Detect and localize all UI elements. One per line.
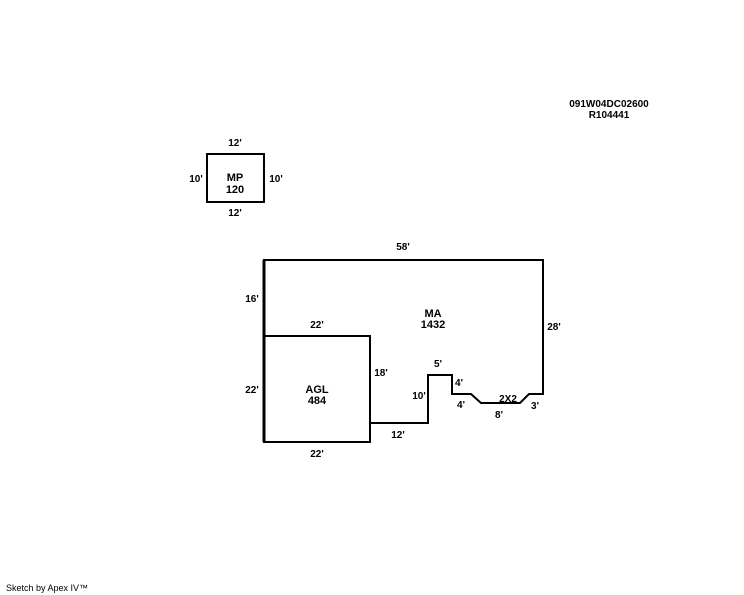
ma-top-dimension: 58' <box>396 242 410 253</box>
agl-right-dimension: 18' <box>374 368 388 379</box>
ma-area: 1432 <box>421 319 445 331</box>
ma-right-dimension: 28' <box>547 322 561 333</box>
parcel-id: 091W04DC02600 <box>569 99 649 110</box>
ma-bottom-mid-dimension: 12' <box>391 430 405 441</box>
ma-left-dimension: 16' <box>245 294 259 305</box>
agl-bottom-dimension: 22' <box>310 449 324 460</box>
ma-notch-top-dimension: 5' <box>434 359 442 370</box>
mp-area: 120 <box>226 184 244 196</box>
agl-left-dimension: 22' <box>245 385 259 396</box>
ma-notch-left-dimension: 10' <box>412 391 426 402</box>
ma-notch-label: 2X2 <box>499 394 517 405</box>
mp-top-dimension: 12' <box>228 138 242 149</box>
mp-right-dimension: 10' <box>269 174 283 185</box>
ma-bottom-right-dimension: 3' <box>531 401 539 412</box>
mp-bottom-dimension: 12' <box>228 208 242 219</box>
agl-top-dimension: 22' <box>310 320 324 331</box>
agl-code: AGL <box>305 384 329 396</box>
mp-code: MP <box>227 172 244 184</box>
account-id: R104441 <box>589 110 630 121</box>
agl-area: 484 <box>308 395 327 407</box>
mp-left-dimension: 10' <box>189 174 203 185</box>
mp-outline <box>206 153 265 203</box>
ma-notch-step-a: 4' <box>455 378 463 389</box>
ma-notch-step-b: 4' <box>457 400 465 411</box>
footer-credit: Sketch by Apex IV™ <box>6 583 88 593</box>
ma-code: MA <box>424 308 441 320</box>
ma-notch-bottom-dimension: 8' <box>495 410 503 421</box>
